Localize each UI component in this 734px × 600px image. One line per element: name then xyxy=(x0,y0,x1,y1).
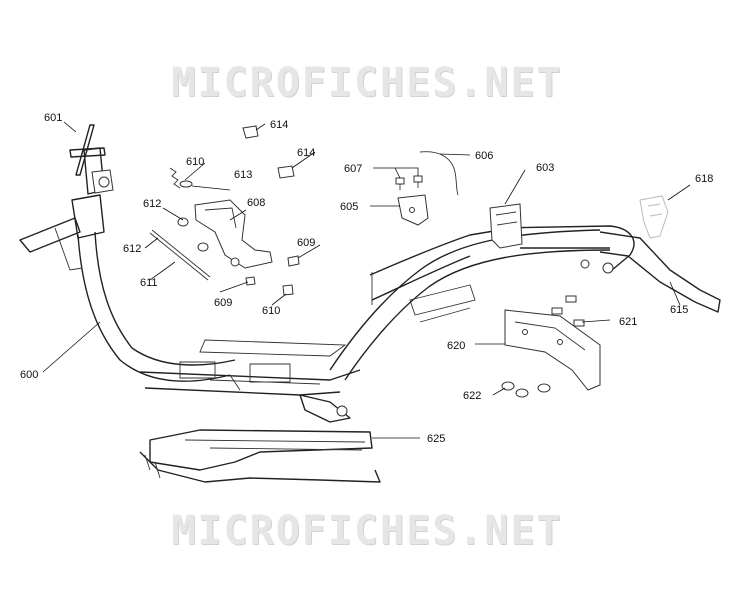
wire-606 xyxy=(419,151,459,196)
callout-615: 615 xyxy=(670,304,688,316)
leader-lines xyxy=(42,121,691,439)
bolts-607 xyxy=(395,175,423,190)
callout-612-upper: 612 xyxy=(143,198,161,210)
callout-607: 607 xyxy=(344,163,362,175)
callout-603: 603 xyxy=(536,162,554,174)
callout-606: 606 xyxy=(475,150,493,162)
callout-609-lower: 609 xyxy=(214,297,232,309)
callout-610-upper: 610 xyxy=(186,156,204,168)
bolt-611 xyxy=(149,229,211,281)
washers-612 xyxy=(177,217,209,252)
main-frame-600 xyxy=(19,147,635,423)
callout-612-lower: 612 xyxy=(123,243,141,255)
callout-601: 601 xyxy=(44,112,62,124)
nuts-622 xyxy=(501,381,551,398)
callout-618: 618 xyxy=(695,173,713,185)
caps-614 xyxy=(242,125,295,179)
stand-bracket-608 xyxy=(194,199,273,269)
callout-625: 625 xyxy=(427,433,445,445)
watermark-bottom: MICROFICHES.NET xyxy=(171,508,563,554)
callout-621: 621 xyxy=(619,316,637,328)
steering-bracket-601 xyxy=(69,124,114,194)
callout-608: 608 xyxy=(247,197,265,209)
callout-610-lower: 610 xyxy=(262,305,280,317)
callout-609-upper: 609 xyxy=(297,237,315,249)
bracket-605 xyxy=(397,194,429,226)
callout-605: 605 xyxy=(340,201,358,213)
callout-614-upper: 614 xyxy=(270,119,288,131)
callout-614-lower: 614 xyxy=(297,147,315,159)
callout-611: 611 xyxy=(140,277,158,289)
rear-rail-615 xyxy=(599,231,721,313)
callout-613: 613 xyxy=(234,169,252,181)
floor-pan-625 xyxy=(139,429,381,483)
spring-613-610 xyxy=(169,167,193,189)
callout-600: 600 xyxy=(20,369,38,381)
rear-bracket-603 xyxy=(489,203,523,249)
fasteners-609-610 xyxy=(245,255,300,296)
rear-hook-618 xyxy=(639,195,669,239)
callout-622: 622 xyxy=(463,390,481,402)
bolts-621 xyxy=(551,295,585,327)
callout-labels: 601 600 603 605 606 607 608 609 609 610 … xyxy=(20,112,713,445)
callout-620: 620 xyxy=(447,340,465,352)
rear-panel-620 xyxy=(504,309,601,391)
watermark-top: MICROFICHES.NET xyxy=(171,60,563,106)
